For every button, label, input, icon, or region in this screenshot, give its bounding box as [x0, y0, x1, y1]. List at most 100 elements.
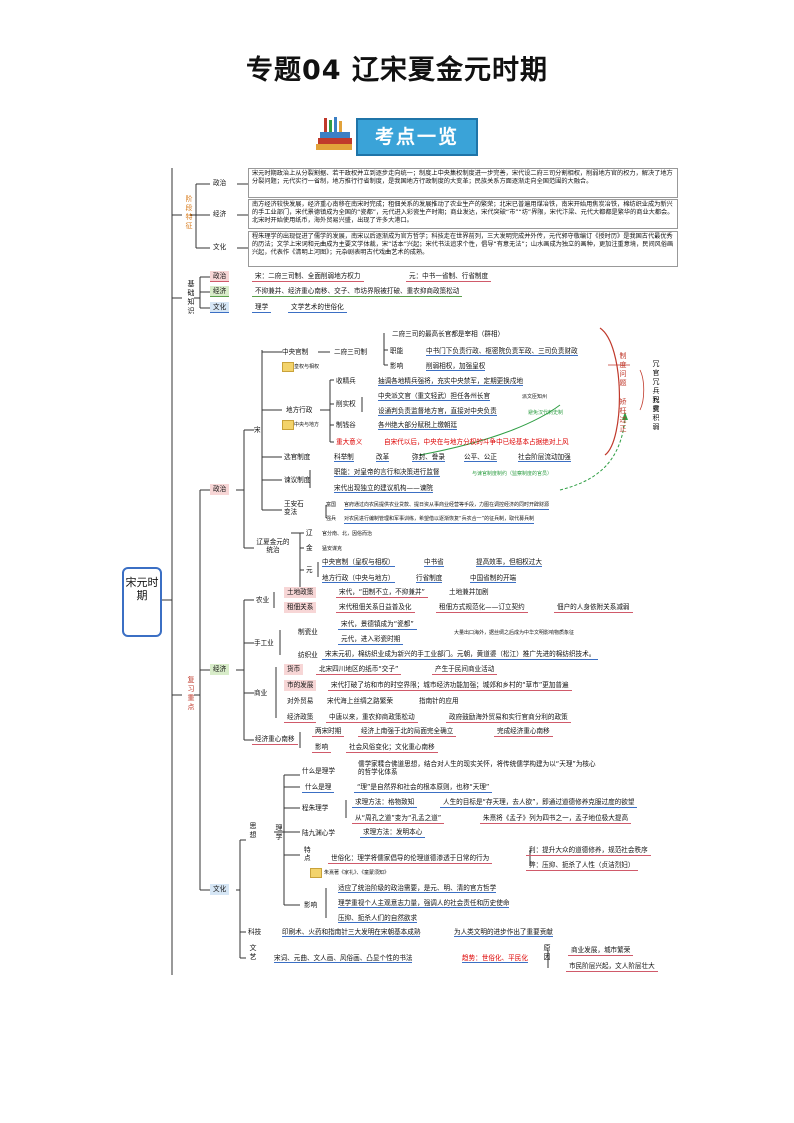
zx1c: 完成经济重心南移	[494, 726, 553, 737]
ciqi2: 元代，进入彩瓷时期	[338, 634, 404, 645]
sec2-culture-b: 文学艺术的世俗化	[288, 302, 347, 313]
lx0: 儒学家糅合佛道思想，结合对人生的现实关怀，将传统儒学构建为以“天理”为核心的哲学…	[358, 760, 596, 776]
page-title: 专题04 辽宋夏金元时期	[246, 55, 548, 86]
ciqi1: 宋代，景德镇成为“瓷都”	[338, 619, 417, 630]
xuanshiquan: 削实权	[336, 400, 356, 408]
zx2b: 社会风俗变化；文化重心南移	[346, 742, 438, 753]
right-r1: 冗官冗兵冗费	[652, 360, 660, 413]
sy2a: 市的发展	[284, 680, 317, 691]
jy1b: 与谏官制度制约（监察制度的官员）	[472, 471, 553, 477]
yuan2c: 中国省制的开端	[470, 574, 517, 583]
lx5a: 影响	[304, 901, 318, 909]
lx0a: 什么是理学	[302, 767, 335, 775]
sec1-politics-text: 宋元时期政治上从分裂割据、若干政权并立到逐步走向统一；制度上中央集权制度进一步完…	[248, 168, 678, 198]
keji-node: 科技	[248, 928, 262, 936]
wy1: 宋词、元曲、文人画、风俗画、凸显个性的书法	[274, 954, 413, 963]
sy2b: 宋代打破了坊和市的时空界限；城市经济功能加强；城郊和乡村的“草市”更加普遍	[328, 680, 572, 691]
ag1a: 土地政策	[284, 587, 317, 598]
lx2c: 人生的目标是“存天理，去人欲”，即通过道德修养克服过度的欲望	[440, 797, 638, 808]
ag2d: 佃户的人身依附关系减弱	[554, 602, 633, 613]
sy4b: 中唐以来，重农抑商政策松动	[326, 712, 418, 723]
shoujingbing: 收精兵	[336, 377, 356, 385]
liao-node: 辽夏金元的统治	[256, 538, 290, 554]
sy1a: 货币	[284, 664, 304, 675]
politics-tag: 政治	[210, 484, 230, 495]
shoujingbing-text: 抽调各地精兵强将，充实中央禁军，定期更换戍地	[378, 377, 524, 386]
wy3: 商业发展，城市繁荣	[568, 945, 634, 956]
lx2a: 程朱理学	[302, 804, 329, 812]
lx5b: 适应了统治阶级的政治需要，是元、明、清的官方哲学	[338, 884, 497, 893]
section-badge: 考点一览	[312, 114, 482, 156]
wang: 王安石变法	[284, 500, 304, 516]
sec1-culture-text: 程朱理学的出现促进了儒学的发展，南宋以后逐渐成为官方哲学；科技走在世界前列，三大…	[248, 231, 678, 267]
lx3a: 陆九渊心学	[302, 829, 335, 837]
books-icon	[316, 117, 352, 150]
jianyi: 谏议制度	[284, 476, 311, 484]
xuanguan: 选官制度	[284, 453, 311, 461]
fangzhi-text: 宋末元初，棉纺织业成为新兴的手工业部门。元朝，黄道婆（松江）推广先进的棉纺织技术…	[322, 649, 599, 660]
jy1: 职能：对皇帝的言行和决策进行监督	[334, 468, 440, 477]
jy2: 宋代出现独立的建议机构——谏院	[334, 484, 433, 493]
sy1c: 产生于民间商业活动	[432, 664, 498, 675]
yuan1b: 中书省	[424, 558, 444, 567]
badge-label: 考点一览	[356, 118, 478, 156]
lx5d: 压抑、扼杀人们的自然欲求	[338, 914, 418, 923]
ag1c: 土地兼并加剧	[449, 588, 489, 596]
sy4a: 经济政策	[284, 712, 317, 723]
zhiqiangu-text: 各州绝大部分赋税上缴朝廷	[378, 421, 458, 430]
xsq2b: 避免汉代刺史制	[528, 410, 564, 416]
note-icon	[282, 362, 294, 372]
difang-node: 地方行政	[286, 406, 313, 414]
wy2: 趋势：世俗化、平民化	[462, 954, 528, 963]
sticky-note-1: 皇权与相权	[294, 364, 320, 370]
wang2a: 强兵	[326, 516, 337, 522]
zx1b: 经济上南强于北的局面完全确立	[358, 726, 457, 737]
lx4a: 特点	[304, 846, 311, 862]
wang1a: 富国	[326, 502, 337, 508]
lx4c: 利：提升大众的道德修养，规范社会秩序	[526, 845, 651, 856]
lx3b: 求理方法：发明本心	[360, 827, 426, 838]
yuan1a: 中央官制（皇权与相权）	[322, 558, 395, 567]
culture-tag: 文化	[210, 884, 230, 895]
xg5: 社会阶层流动加强	[518, 453, 571, 462]
keji2: 为人类文明的进步作出了重要贡献	[454, 928, 553, 937]
lx5c: 理学重视个人主观意志力量，强调人的社会责任和历史使命	[338, 899, 510, 908]
zx2a: 影响	[312, 742, 332, 753]
xg2: 改革	[376, 453, 390, 462]
sec2-politics-a: 宋：二府三司制、全面削弱地方权力	[252, 271, 364, 282]
yuanyin-node: 原因	[543, 944, 551, 961]
lx2e: 朱熹将《孟子》列为四书之一，孟子地位极大提高	[480, 813, 632, 824]
lixue-node: 理学	[275, 824, 283, 841]
ag2a: 租佃关系	[284, 602, 317, 613]
agri-node: 农业	[256, 596, 270, 604]
yuan2a: 地方行政（中央与地方）	[322, 574, 395, 583]
zhineng-text: 中书门下负责行政、枢密院负责军政、三司负责财政	[426, 347, 578, 356]
wy4: 市民阶层兴起，文人阶层壮大	[566, 961, 658, 972]
top-official: 二府三司的最高长官都是宰相（群相）	[392, 330, 505, 338]
right-note-1: 制度问题	[619, 352, 627, 387]
note-icon	[310, 868, 322, 878]
sticky-note-3: 朱熹著《家礼》、《童蒙须知》	[324, 870, 390, 876]
liao1: 官分南、北，因俗而治	[322, 531, 373, 537]
sec1-economy-tag: 经济	[213, 210, 227, 218]
note-icon	[282, 420, 294, 430]
zhongda: 重大意义	[336, 438, 363, 446]
xg3: 弥封、誊录	[412, 453, 445, 462]
sec3-label: 复习重点	[187, 676, 195, 711]
sy3c: 指南针的应用	[419, 697, 459, 705]
zhiqiangu: 制钱谷	[336, 421, 356, 429]
sec2-politics-b: 元：中书一省制、行省制度	[406, 271, 492, 282]
zhongxin-node: 经济重心南移	[252, 734, 298, 745]
sy3b: 宋代海上丝绸之路繁荣	[327, 697, 393, 705]
right-r2: 积贫积弱	[652, 396, 660, 431]
fangzhi-node: 纺织业	[298, 651, 318, 659]
sec1-politics-tag: 政治	[213, 179, 227, 187]
wenyi-node: 文艺	[249, 944, 257, 961]
ciqi-note: 大量出口海外，据丝绸之后成为中华文明影响物质象征	[454, 630, 575, 636]
erfu-node: 二府三司制	[334, 348, 367, 356]
sy3a: 对外贸易	[287, 697, 314, 705]
lx1a: 什么是理	[302, 782, 335, 793]
yuan1c: 提高效率，但相权过大	[476, 558, 542, 567]
wang2: 对农民进行编制管理和军事训练，希望借以逐渐恢复“兵农合一”的征兵制，取代募兵制	[344, 516, 535, 524]
